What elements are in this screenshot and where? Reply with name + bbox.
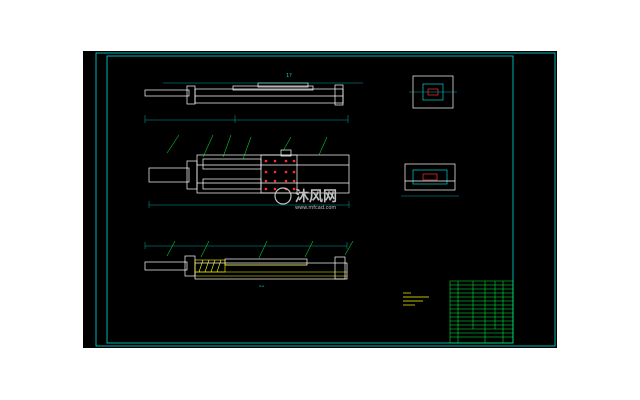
section-view-leaders <box>166 240 354 259</box>
section-view-dimensions <box>144 242 348 249</box>
section-view-hatch <box>194 259 347 277</box>
plan-view <box>148 149 350 194</box>
outer-border <box>95 52 556 347</box>
section-label: A-A <box>259 284 265 288</box>
section-view <box>144 255 348 280</box>
title-block-table <box>449 280 514 344</box>
drawing-frame <box>106 55 514 344</box>
watermark: 沐风网 www.mfcad.com <box>274 187 337 211</box>
technical-notes <box>403 292 429 306</box>
plan-view-leaders <box>166 134 328 160</box>
side-view <box>409 75 457 109</box>
top-view <box>144 82 363 106</box>
plan-view-markers <box>264 159 296 191</box>
watermark-url: www.mfcad.com <box>295 205 336 211</box>
watermark-logo-icon <box>274 187 292 205</box>
cad-drawing: 1? <box>95 52 556 347</box>
cad-drawing-sheet: 1? <box>83 51 557 348</box>
end-view <box>401 163 459 197</box>
plan-view-dimensions <box>148 201 350 208</box>
watermark-text: 沐风网 <box>295 188 337 205</box>
top-view-dimensions <box>144 115 349 123</box>
top-view-dimension-label: 1? <box>286 73 292 79</box>
